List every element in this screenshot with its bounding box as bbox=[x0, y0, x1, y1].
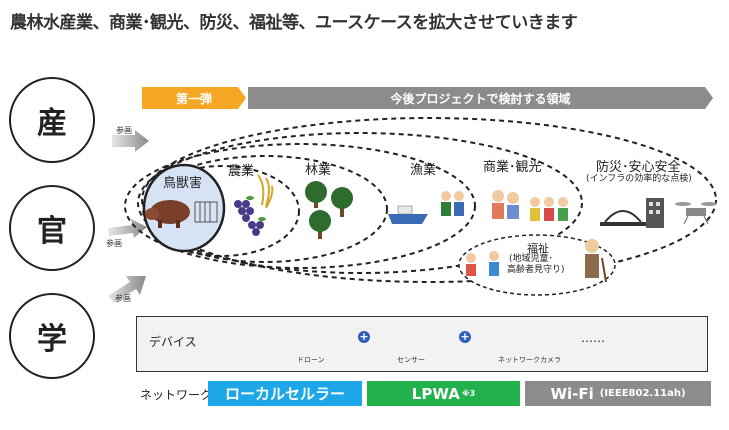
lpwa-label: LPWA bbox=[411, 384, 460, 403]
scope-commerce bbox=[137, 132, 583, 274]
scope-welfare bbox=[458, 234, 616, 296]
camera-caption: ネットワークカメラ bbox=[498, 356, 561, 364]
device-title: デバイス bbox=[149, 335, 197, 349]
leaf-icon bbox=[246, 196, 266, 221]
grapes-icon bbox=[234, 200, 264, 236]
fishery-label: 漁業 bbox=[410, 163, 437, 178]
elderly-icon bbox=[585, 239, 607, 283]
actor-industry: 産 bbox=[9, 77, 95, 163]
participation-label-3: 参画 bbox=[115, 294, 131, 303]
scope-agriculture bbox=[144, 165, 300, 257]
trap-cage-icon bbox=[194, 201, 218, 223]
drone-icon bbox=[675, 202, 717, 225]
agriculture-label: 農業 bbox=[228, 164, 255, 179]
scope-disaster bbox=[141, 117, 717, 283]
wifi-note: (IEEE802.11ah) bbox=[599, 388, 686, 399]
scope-fishery bbox=[124, 143, 476, 269]
welfare-label: 福祉 bbox=[527, 242, 549, 255]
fishing-boat-icon bbox=[388, 205, 428, 224]
more-devices: …… bbox=[581, 331, 605, 345]
building-icon bbox=[646, 198, 664, 228]
page-title: 農林水産業、商業･観光、防災、福祉等、ユースケースを拡大させていきます bbox=[10, 13, 578, 33]
children-icon bbox=[466, 251, 499, 276]
actor-academia: 学 bbox=[9, 293, 95, 379]
bridge-icon bbox=[600, 210, 646, 226]
commerce-label: 商業･観光 bbox=[483, 160, 542, 175]
phase2-label: 今後プロジェクトで検討する領域 bbox=[390, 91, 571, 106]
boar-icon bbox=[145, 200, 190, 228]
participation-arrow-3 bbox=[108, 276, 146, 303]
welfare-note-1: (地域児童･ bbox=[509, 254, 554, 264]
network-lpwa: LPWA※3 bbox=[367, 381, 520, 406]
lpwa-note: ※3 bbox=[461, 389, 476, 398]
welfare-note-2: 高齢者見守り) bbox=[507, 265, 565, 275]
drone-caption: ドローン bbox=[297, 356, 325, 364]
participation-label-1: 参画 bbox=[116, 126, 132, 135]
participation-arrow-2 bbox=[108, 219, 147, 238]
network-cellular: ローカルセルラー bbox=[208, 381, 362, 406]
sensor-caption: センサー bbox=[397, 356, 425, 364]
participation-arrow-1 bbox=[112, 130, 149, 152]
forestry-label: 林業 bbox=[305, 163, 332, 178]
actor-government: 官 bbox=[9, 185, 95, 271]
phase2-banner bbox=[248, 87, 713, 109]
fisherman-icon bbox=[441, 191, 464, 216]
rice-icon bbox=[257, 174, 274, 209]
participation-label-2: 参画 bbox=[106, 239, 122, 248]
wifi-label: Wi-Fi bbox=[550, 384, 594, 403]
disaster-label: 防災･安心安全 bbox=[596, 160, 681, 175]
wildlife-label: 鳥獣害 bbox=[163, 176, 203, 191]
scope-forestry bbox=[142, 155, 388, 263]
shoppers-icon bbox=[492, 190, 568, 221]
plus-icon: + bbox=[358, 330, 370, 343]
tree-icons bbox=[305, 181, 353, 239]
cellular-label: ローカルセルラー bbox=[224, 385, 345, 403]
phase1-label: 第一弾 bbox=[175, 91, 212, 106]
network-wifi: Wi-Fi (IEEE802.11ah) bbox=[525, 381, 711, 406]
network-label: ネットワーク bbox=[140, 388, 213, 402]
disaster-note: (インフラの効率的な点検) bbox=[586, 174, 692, 184]
phase1-banner bbox=[142, 87, 246, 109]
plus-icon: + bbox=[459, 330, 471, 343]
device-panel: デバイス ドローン + センサー + ネットワークカメラ …… bbox=[136, 316, 708, 372]
